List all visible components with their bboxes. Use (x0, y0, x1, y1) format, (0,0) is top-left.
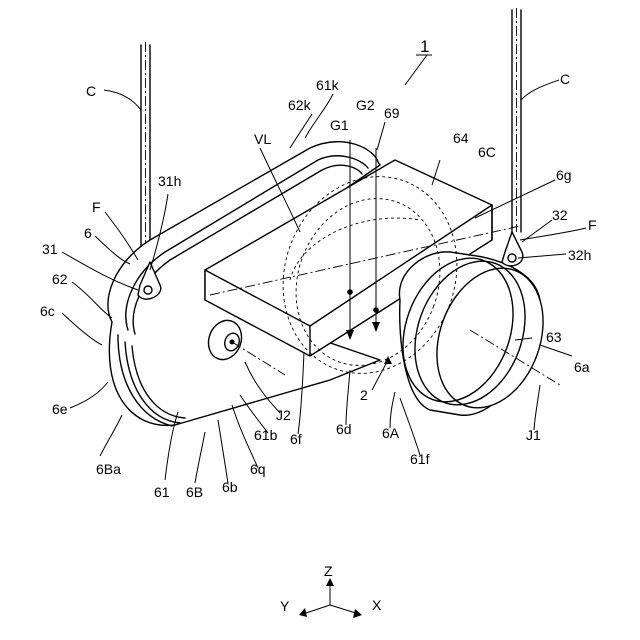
label-6g: 6g (556, 167, 572, 183)
label-61f: 61f (410, 451, 430, 467)
label-61k: 61k (316, 77, 340, 93)
label-6Ba: 6Ba (96, 461, 121, 477)
label-32: 32 (552, 207, 568, 223)
label-J1: J1 (526, 427, 541, 443)
label-6b: 6b (222, 479, 238, 495)
label-62k: 62k (288, 97, 312, 113)
label-62: 62 (52, 271, 68, 287)
label-6a: 6a (574, 359, 590, 375)
axis-label-x: X (372, 597, 382, 613)
axis-label-z: Z (324, 563, 333, 579)
label-64: 64 (453, 130, 469, 146)
bracket-32 (502, 232, 523, 266)
motor-63 (384, 243, 562, 423)
label-6d: 6d (336, 421, 352, 437)
label-6: 6 (84, 225, 92, 241)
axis-indicator (299, 578, 362, 618)
label-6c: 6c (40, 303, 55, 319)
label-32h: 32h (568, 247, 591, 263)
label-69: 69 (384, 105, 400, 121)
cable-left (141, 42, 150, 262)
label-6e: 6e (52, 401, 68, 417)
label-61: 61 (154, 484, 170, 500)
figure-number: 1 (420, 37, 429, 56)
label-G2: G2 (356, 97, 375, 113)
label-61b: 61b (254, 427, 278, 443)
label-2: 2 (360, 387, 368, 403)
axis-label-y: Y (280, 598, 290, 614)
label-6A: 6A (382, 425, 400, 441)
label-F-left: F (92, 199, 101, 215)
label-6f: 6f (290, 431, 302, 447)
label-VL: VL (254, 131, 271, 147)
label-31: 31 (42, 241, 58, 257)
label-C-left: C (86, 83, 96, 99)
label-31h: 31h (158, 173, 181, 189)
label-G1: G1 (330, 117, 349, 133)
label-6B: 6B (186, 484, 203, 500)
label-6q: 6q (250, 461, 266, 477)
label-63: 63 (546, 329, 562, 345)
label-6C: 6C (478, 144, 496, 160)
label-C-right: C (560, 71, 570, 87)
label-J2: J2 (276, 407, 291, 423)
label-F-right: F (588, 217, 597, 233)
